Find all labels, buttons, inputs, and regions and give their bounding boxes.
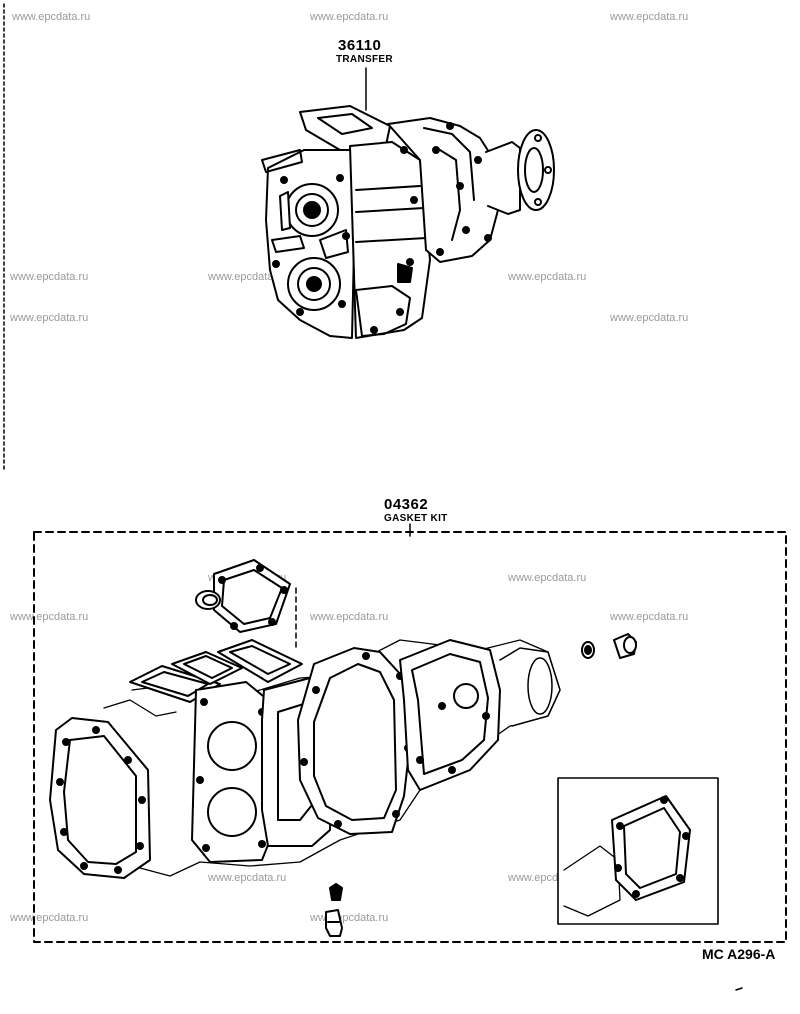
kit-bracket-frame xyxy=(33,531,787,943)
transfer-part-number: 36110 xyxy=(338,37,382,54)
watermark: www.epcdata.ru xyxy=(610,312,689,324)
gasket-kit-part-number: 04362 xyxy=(384,496,429,513)
gasket-kit-part-name: GASKET KIT xyxy=(384,513,448,524)
watermark: www.epcdata.ru xyxy=(10,312,89,324)
watermark: www.epcdata.ru xyxy=(10,912,89,924)
diagram-code: MC A296-A xyxy=(702,946,776,962)
watermark: www.epcdata.ru xyxy=(610,611,689,623)
watermark: www.epcdata.ru xyxy=(208,271,287,283)
watermark: www.epcdata.ru xyxy=(310,11,389,23)
watermark: www.epcdata.ru xyxy=(12,11,91,23)
watermark: www.epcdata.ru xyxy=(508,572,587,584)
watermark: www.epcdata.ru xyxy=(310,611,389,623)
transfer-part-name: TRANSFER xyxy=(336,54,393,65)
watermark: www.epcdata.ru xyxy=(10,611,89,623)
gasket-kit-parts xyxy=(49,559,719,937)
transfer-assembly xyxy=(261,67,555,339)
watermark: www.epcdata.ru xyxy=(208,872,287,884)
watermark: www.epcdata.ru xyxy=(508,271,587,283)
watermark: www.epcdata.ru xyxy=(10,271,89,283)
watermark: www.epcdata.ru xyxy=(610,11,689,23)
